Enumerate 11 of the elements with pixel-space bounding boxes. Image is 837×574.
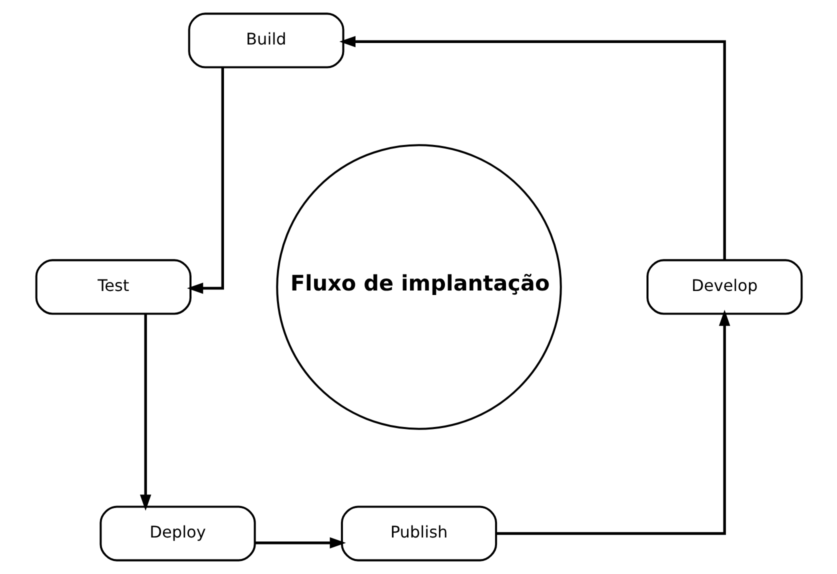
arrow: [186, 67, 224, 294]
arrow: [254, 537, 346, 549]
node-box: Test: [34, 259, 191, 315]
node-circle: Fluxo de implantação: [276, 144, 562, 430]
node-box: Publish: [340, 506, 497, 562]
arrow: [338, 36, 726, 260]
node-box: Build: [188, 12, 344, 68]
arrow: [139, 314, 151, 511]
node-box: Develop: [646, 259, 802, 315]
node-box: Deploy: [99, 506, 256, 562]
arrow: [496, 310, 730, 535]
